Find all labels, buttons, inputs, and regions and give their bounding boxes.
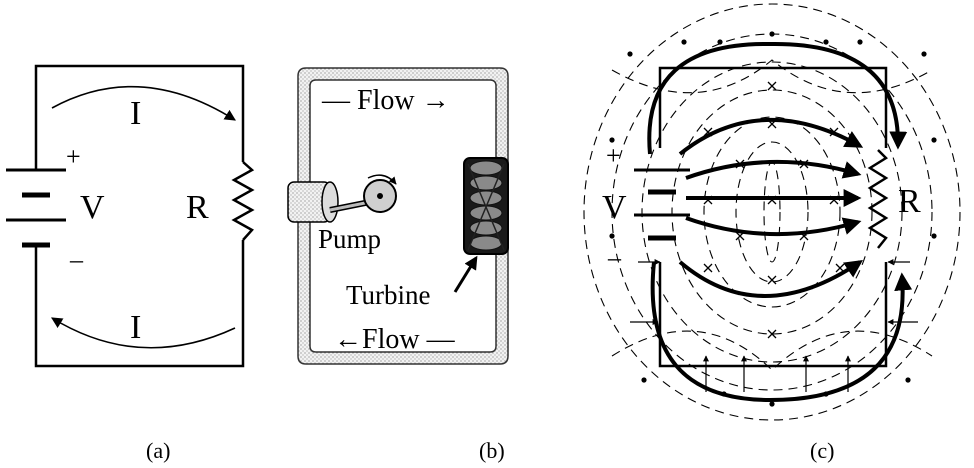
pump-label: Pump — [318, 224, 381, 254]
flow-top-label: — Flow → — [321, 85, 450, 116]
panel-b-water-analogy: — Flow → ←Flow — Pump Turbine (b) — [287, 67, 509, 463]
dot-markers — [609, 31, 937, 407]
circuit-wire — [34, 64, 245, 368]
current-label-top: I — [130, 95, 141, 132]
minus-sign: – — [69, 245, 84, 274]
caption-c: (c) — [810, 438, 834, 463]
pump — [287, 174, 397, 223]
pipe-loop — [297, 67, 509, 365]
voltage-label: V — [80, 189, 105, 226]
battery-symbol — [634, 168, 690, 241]
voltage-label: V — [602, 189, 627, 226]
current-arrow-top — [51, 85, 236, 121]
panel-a-simple-circuit: I I + – V R (a) — [6, 64, 255, 463]
small-field-arrows — [630, 259, 918, 392]
caption-b: (b) — [479, 438, 505, 463]
flow-bottom-label: ←Flow — — [334, 324, 456, 355]
caption-a: (a) — [146, 438, 170, 463]
circuit-wire — [658, 66, 888, 368]
cross-markers — [703, 81, 845, 339]
battery-symbol — [6, 168, 66, 248]
current-arrow-bottom — [51, 317, 236, 349]
turbine-pointer — [453, 255, 478, 293]
resistor-symbol — [231, 161, 255, 241]
resistor-symbol — [867, 149, 889, 249]
current-label-bottom: I — [130, 309, 141, 346]
resistor-label: R — [898, 183, 921, 220]
panel-c-field-lines: + – V R (c) — [583, 3, 961, 463]
turbine — [463, 157, 509, 255]
plus-sign: + — [66, 142, 81, 171]
energy-flow-arrows — [647, 41, 913, 403]
plus-sign: + — [606, 141, 621, 170]
turbine-label: Turbine — [346, 280, 431, 310]
resistor-label: R — [186, 189, 209, 226]
minus-sign: – — [607, 243, 622, 272]
